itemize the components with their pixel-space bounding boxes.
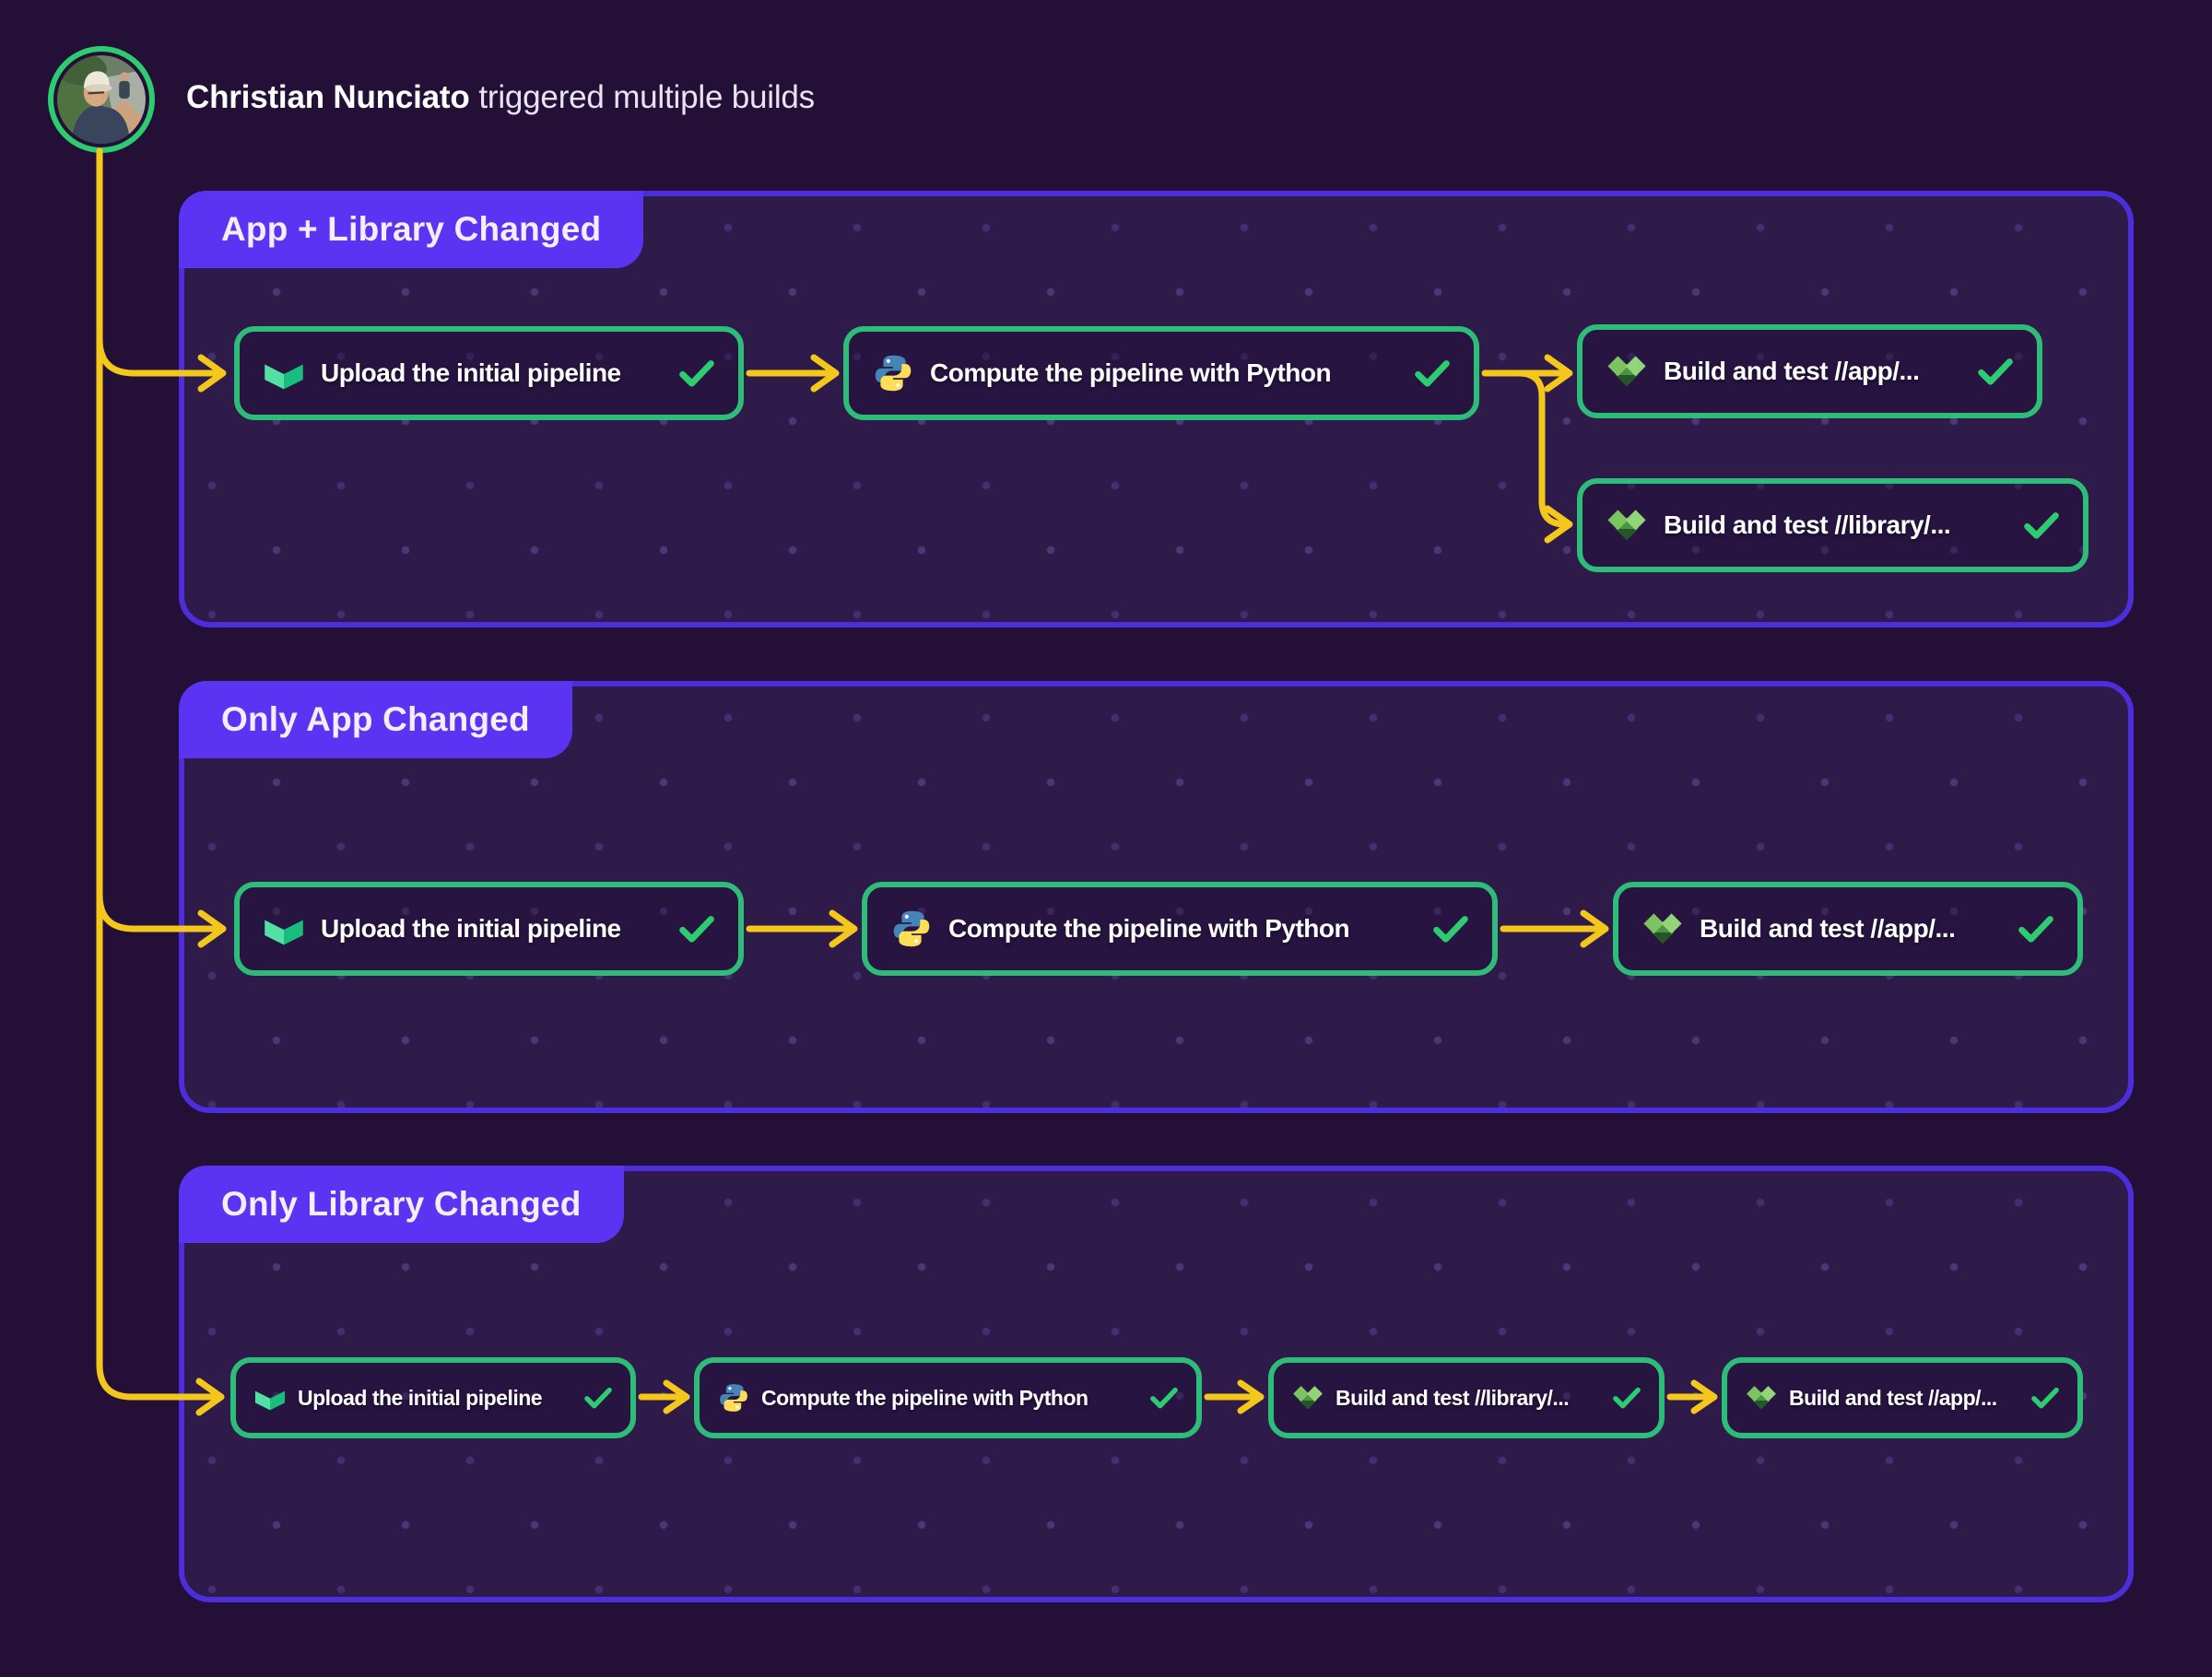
check-icon — [571, 1387, 612, 1409]
bazel-icon — [1292, 1385, 1324, 1411]
panel-tab-only-app: Only App Changed — [179, 681, 572, 758]
buildkite-icon — [254, 1385, 286, 1411]
panel-tab-only-library: Only Library Changed — [179, 1166, 624, 1243]
step-label: Build and test //library/... — [1335, 1385, 1570, 1410]
buildkite-icon — [264, 912, 304, 946]
python-icon — [873, 353, 913, 393]
check-icon — [666, 359, 714, 388]
step-label: Build and test //app/... — [1700, 914, 1956, 943]
check-icon — [2006, 915, 2053, 944]
check-icon — [666, 915, 714, 944]
step-build-test-library[interactable]: Build and test //library/... — [1577, 478, 2088, 572]
step-build-test-app[interactable]: Build and test //app/... — [1613, 882, 2083, 976]
check-icon — [1137, 1387, 1178, 1409]
step-compute-pipeline-python[interactable]: Compute the pipeline with Python — [694, 1357, 1202, 1438]
step-compute-pipeline-python[interactable]: Compute the pipeline with Python — [843, 326, 1479, 420]
bazel-icon — [1606, 509, 1647, 542]
step-label: Compute the pipeline with Python — [930, 358, 1332, 387]
panel-title: Only Library Changed — [221, 1185, 582, 1223]
step-build-test-app[interactable]: Build and test //app/... — [1722, 1357, 2083, 1438]
step-label: Build and test //app/... — [1789, 1385, 1997, 1410]
check-icon — [1402, 359, 1450, 388]
step-label: Compute the pipeline with Python — [761, 1385, 1088, 1410]
bazel-icon — [1606, 355, 1647, 388]
step-upload-initial-pipeline[interactable]: Upload the initial pipeline — [230, 1357, 636, 1438]
step-label: Compute the pipeline with Python — [948, 914, 1350, 943]
step-label: Upload the initial pipeline — [321, 358, 621, 387]
step-upload-initial-pipeline[interactable]: Upload the initial pipeline — [234, 882, 744, 976]
bazel-icon — [1642, 912, 1683, 945]
user-name: Christian Nunciato — [186, 79, 470, 115]
step-build-test-library[interactable]: Build and test //library/... — [1268, 1357, 1665, 1438]
step-label: Build and test //app/... — [1664, 357, 1920, 385]
panel-title: App + Library Changed — [221, 210, 602, 248]
avatar — [48, 46, 155, 153]
panel-app-plus-library-changed: App + Library Changed — [179, 191, 2134, 627]
step-label: Upload the initial pipeline — [298, 1385, 543, 1410]
step-compute-pipeline-python[interactable]: Compute the pipeline with Python — [862, 882, 1498, 976]
step-label: Upload the initial pipeline — [321, 914, 621, 943]
panel-tab-app-plus-library: App + Library Changed — [179, 191, 644, 268]
panel-title: Only App Changed — [221, 700, 530, 738]
python-icon — [891, 909, 932, 949]
headline-action-text: triggered multiple builds — [478, 79, 815, 115]
check-icon — [2018, 1387, 2059, 1409]
check-icon — [1420, 915, 1468, 944]
bazel-icon — [1746, 1385, 1777, 1411]
step-label: Build and test //library/... — [1664, 510, 1951, 539]
buildkite-icon — [264, 357, 304, 391]
python-icon — [718, 1382, 749, 1413]
avatar-photo — [57, 55, 146, 144]
step-upload-initial-pipeline[interactable]: Upload the initial pipeline — [234, 326, 744, 420]
check-icon — [1965, 358, 2013, 386]
step-build-test-app[interactable]: Build and test //app/... — [1577, 324, 2042, 418]
panel-only-library-changed: Only Library Changed — [179, 1166, 2134, 1602]
check-icon — [1600, 1387, 1641, 1409]
panel-only-app-changed: Only App Changed — [179, 681, 2134, 1113]
check-icon — [2011, 511, 2059, 540]
